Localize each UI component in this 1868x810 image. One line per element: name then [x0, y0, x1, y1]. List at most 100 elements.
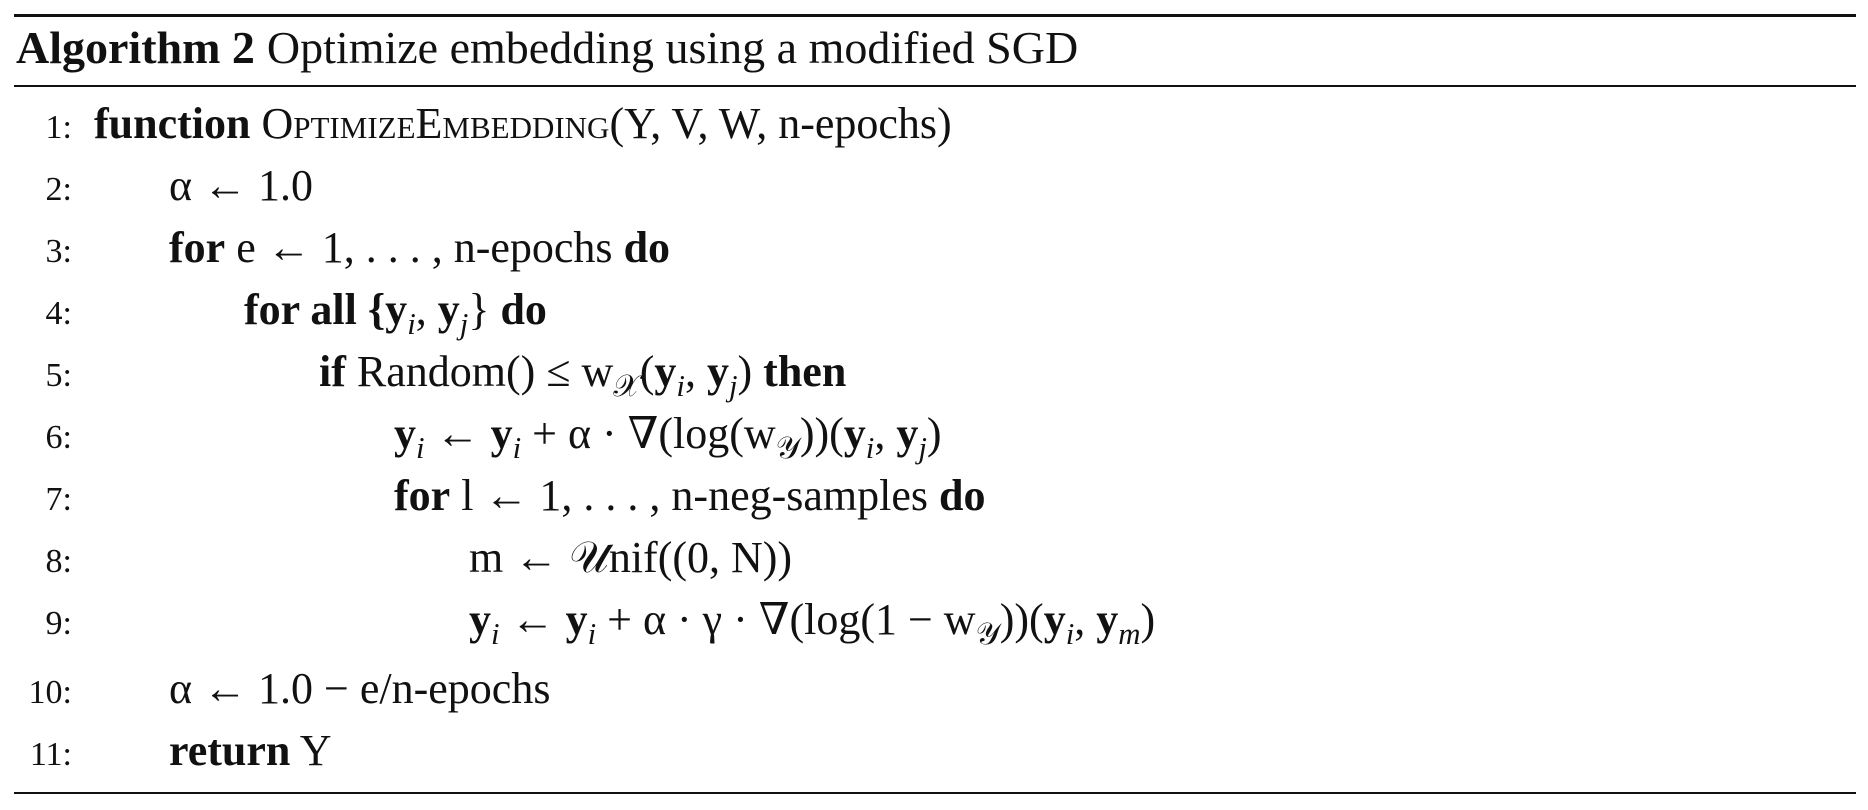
algorithm-line: 3: for e ← 1, . . . , n-epochs do: [14, 217, 1856, 279]
algorithm-line: 4: for all {yi, yj} do: [14, 279, 1856, 341]
bottom-rule: [14, 792, 1856, 794]
line-code: if Random() ≤ w𝒳(yi, yj) then: [297, 341, 846, 403]
code-token: do: [939, 471, 986, 520]
code-token: ,: [874, 409, 897, 458]
code-token: y: [1096, 595, 1119, 644]
code-token: ))(: [999, 595, 1044, 644]
code-token: m ← 𝒰nif((0, N)): [469, 533, 793, 582]
code-token: y: [896, 409, 919, 458]
line-code: α ← 1.0 − e/n-epochs: [147, 658, 550, 720]
code-token: if: [319, 347, 346, 396]
code-token: }: [468, 285, 501, 334]
code-token: j: [918, 430, 927, 465]
line-number: 2:: [45, 171, 72, 208]
line-number: 10:: [28, 674, 72, 711]
code-token: y: [565, 595, 588, 644]
line-number: 6:: [45, 419, 72, 456]
line-code: for all {yi, yj} do: [222, 279, 547, 341]
code-token: y: [1043, 595, 1066, 644]
algorithm-lines: 1:function OptimizeEmbedding(Y, V, W, n-…: [14, 87, 1856, 782]
top-rule: [14, 14, 1856, 17]
code-token: do: [500, 285, 547, 334]
line-number: 9:: [45, 605, 72, 642]
code-token: i: [676, 368, 685, 403]
code-token: y: [706, 347, 729, 396]
code-token: for all: [244, 285, 357, 334]
line-number: 1:: [45, 109, 72, 146]
line-number: 8:: [45, 543, 72, 580]
code-token: return: [169, 726, 291, 775]
code-token: i: [491, 616, 500, 651]
algorithm-line: 8: m ← 𝒰nif((0, N)): [14, 527, 1856, 589]
code-token: 𝒴: [975, 616, 1000, 651]
line-code: for e ← 1, . . . , n-epochs do: [147, 217, 670, 279]
code-token: OptimizeEmbedding: [261, 99, 610, 148]
code-token: m: [1118, 616, 1141, 651]
code-token: y: [469, 595, 491, 644]
line-number: 7:: [45, 481, 72, 518]
code-token: y: [843, 409, 866, 458]
code-token: [250, 99, 261, 148]
code-token: Y: [290, 726, 332, 775]
algorithm-line: 7: for l ← 1, . . . , n-neg-samples do: [14, 465, 1856, 527]
code-token: 𝒴: [775, 430, 800, 465]
code-token: ))(: [799, 409, 844, 458]
code-token: ): [737, 347, 764, 396]
code-token: l ← 1, . . . , n-neg-samples: [450, 471, 939, 520]
code-token: ): [926, 409, 942, 458]
code-token: i: [512, 430, 522, 465]
code-token: Random() ≤ w: [345, 347, 614, 396]
code-token: α ← 1.0 − e/n-epochs: [169, 664, 551, 713]
line-number: 5:: [45, 357, 72, 394]
algorithm-line: 9:yi ← yi + α · γ · ∇(log(1 − w𝒴))(yi, y…: [14, 589, 1856, 651]
code-token: (Y, V, W, n-epochs): [609, 99, 952, 148]
line-number: 11:: [29, 736, 72, 773]
code-token: ←: [499, 595, 566, 644]
code-token: (: [639, 347, 655, 396]
code-token: i: [587, 616, 597, 651]
code-token: ←: [424, 409, 491, 458]
code-token: e ← 1, . . . , n-epochs: [225, 223, 624, 272]
code-token: function: [94, 99, 251, 148]
algorithm-title: Optimize embedding using a modified SGD: [266, 22, 1079, 73]
code-token: + α · γ · ∇(log(1 − w: [596, 595, 976, 644]
caption-rule: [14, 85, 1856, 87]
code-token: ,: [1074, 595, 1097, 644]
algorithm-label: Algorithm 2: [16, 22, 255, 73]
code-token: {y: [356, 285, 408, 334]
code-token: y: [394, 409, 416, 458]
line-code: function OptimizeEmbedding(Y, V, W, n-ep…: [72, 93, 952, 155]
algorithm-line: 11: return Y: [14, 720, 1856, 782]
code-token: + α · ∇(log(w: [521, 409, 776, 458]
code-token: i: [1065, 616, 1075, 651]
code-token: α ← 1.0: [169, 161, 314, 210]
code-token: y: [490, 409, 513, 458]
code-token: i: [865, 430, 875, 465]
code-token: ,: [684, 347, 707, 396]
code-token: ,: [415, 285, 438, 334]
line-code: m ← 𝒰nif((0, N)): [447, 527, 792, 589]
code-token: for: [394, 471, 451, 520]
code-token: j: [459, 306, 469, 341]
line-code: return Y: [147, 720, 332, 782]
algorithm-line: 2: α ← 1.0: [14, 155, 1856, 217]
code-token: then: [763, 347, 847, 396]
line-code: for l ← 1, . . . , n-neg-samples do: [372, 465, 985, 527]
algorithm-line: 5: if Random() ≤ w𝒳(yi, yj) then: [14, 341, 1856, 403]
line-number: 4:: [45, 295, 72, 332]
algorithm-line: 1:function OptimizeEmbedding(Y, V, W, n-…: [14, 93, 1856, 155]
code-token: j: [728, 368, 738, 403]
code-token: i: [416, 430, 425, 465]
algorithm-line: 10: α ← 1.0 − e/n-epochs: [14, 658, 1856, 720]
code-token: i: [407, 306, 416, 341]
code-token: y: [437, 285, 460, 334]
code-token: for: [169, 223, 226, 272]
line-number: 3:: [45, 233, 72, 270]
line-code: yi ← yi + α · γ · ∇(log(1 − w𝒴))(yi, ym): [447, 589, 1155, 651]
code-token: ): [1140, 595, 1156, 644]
code-token: do: [623, 223, 671, 272]
algorithm-line: 6:yi ← yi + α · ∇(log(w𝒴))(yi, yj): [14, 403, 1856, 465]
code-token: y: [654, 347, 677, 396]
